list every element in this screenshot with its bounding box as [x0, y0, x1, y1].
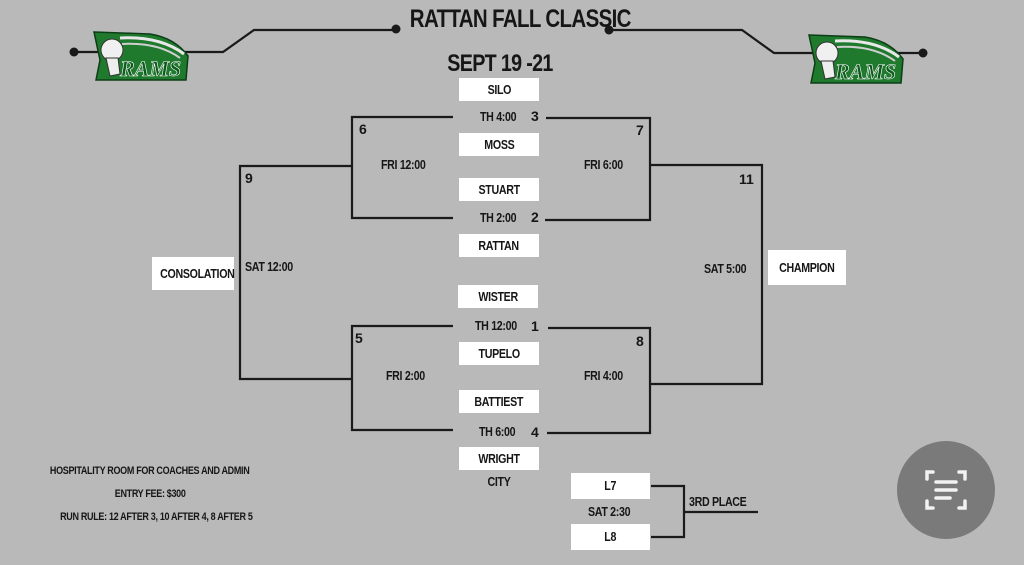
team-stuart: STUART: [459, 178, 539, 201]
game-2-time: TH 2:00: [480, 210, 517, 225]
rams-logo-left: RAMS: [90, 30, 190, 82]
third-place-team-l7: L7: [571, 473, 650, 499]
game-3-time: TH 4:00: [480, 109, 517, 124]
team-wright-city: WRIGHT CITY: [459, 447, 539, 489]
bracket-game-5: [350, 324, 453, 432]
third-place-time: SAT 2:30: [588, 504, 631, 519]
champion-box: CHAMPION: [768, 250, 846, 285]
bracket-game-9: [238, 164, 352, 381]
game-8-number: 8: [636, 333, 644, 349]
game-7-number: 7: [636, 122, 644, 138]
svg-text:RAMS: RAMS: [834, 59, 896, 84]
game-6-time: FRI 12:00: [381, 157, 426, 172]
team-battiest: BATTIEST: [459, 390, 539, 413]
game-5-number: 5: [355, 330, 363, 346]
tournament-dates: SEPT 19 -21: [447, 50, 553, 77]
third-place-team-l8: L8: [571, 524, 650, 550]
logo-text: RAMS: [119, 56, 181, 81]
note-entry-fee: ENTRY FEE: $300: [114, 488, 186, 500]
team-tupelo: TUPELO: [459, 342, 539, 365]
bracket-game-6: [350, 115, 453, 220]
third-place-label: 3RD PLACE: [689, 494, 747, 509]
team-silo: SILO: [459, 78, 539, 101]
rams-logo-right: RAMS: [805, 33, 905, 85]
game-9-time: SAT 12:00: [245, 259, 293, 274]
team-moss: MOSS: [459, 133, 539, 156]
game-4-time: TH 6:00: [479, 424, 516, 439]
consolation-box: CONSOLATION: [152, 257, 235, 290]
text-scan-button[interactable]: [897, 441, 995, 539]
bracket-game-3-right: [545, 116, 652, 222]
game-7-time: FRI 6:00: [584, 157, 623, 172]
game-5-time: FRI 2:00: [386, 368, 425, 383]
note-hospitality: HOSPITALITY ROOM FOR COACHES AND ADMIN: [50, 465, 250, 477]
tournament-title: RATTAN FALL CLASSIC: [409, 5, 632, 33]
game-1-number: 1: [531, 318, 539, 334]
game-3-number: 3: [531, 108, 539, 124]
game-4-number: 4: [531, 424, 539, 440]
game-9-number: 9: [245, 170, 253, 186]
team-rattan: RATTAN: [459, 234, 539, 257]
bracket-game-8: [547, 326, 652, 435]
game-6-number: 6: [359, 121, 367, 137]
bracket-third-place: [651, 484, 686, 539]
game-8-time: FRI 4:00: [584, 368, 623, 383]
game-11-time: SAT 5:00: [704, 261, 747, 276]
text-scan-icon: [925, 470, 967, 510]
game-2-number: 2: [531, 209, 539, 225]
note-run-rule: RUN RULE: 12 AFTER 3, 10 AFTER 4, 8 AFTE…: [59, 511, 253, 523]
game-1-time: TH 12:00: [475, 318, 517, 333]
team-wister: WISTER: [458, 285, 538, 308]
bracket-game-11: [650, 163, 764, 386]
game-11-number: 11: [739, 171, 754, 187]
